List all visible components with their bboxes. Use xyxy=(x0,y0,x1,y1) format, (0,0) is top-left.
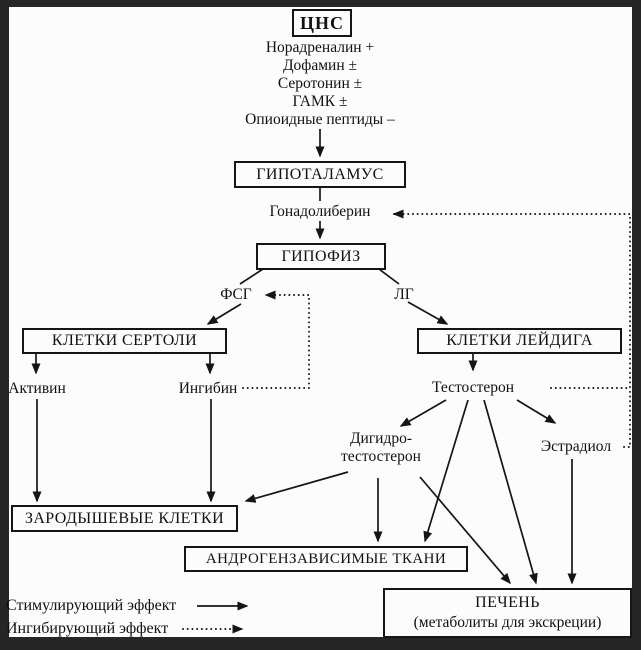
liver-subtitle: (метаболиты для экскреции) xyxy=(413,614,602,631)
label-opioid-peptides: Опиоидные пептиды – xyxy=(245,111,395,128)
label-estradiol: Эстрадиол xyxy=(540,438,612,455)
node-pituitary: ГИПОФИЗ xyxy=(256,243,386,270)
edge-pituitary-to-fsh xyxy=(239,268,264,285)
label-inhibin: Ингибин xyxy=(178,380,238,397)
edge-inhibin-to-fsh-feedback xyxy=(242,290,310,389)
node-liver: ПЕЧЕНЬ (метаболиты для экскреции) xyxy=(383,588,632,638)
neurotransmitter-list: Норадреналин + Дофамин ± Серотонин ± ГАМ… xyxy=(210,39,430,129)
edge-pituitary-to-lh xyxy=(378,268,400,285)
node-cns: ЦНС xyxy=(292,9,352,37)
edge-dht-to-germ-cells xyxy=(244,471,349,503)
label-activin: Активин xyxy=(8,380,66,397)
label-noradrenaline: Норадреналин + xyxy=(265,39,375,56)
label-dht-line1: Дигидро- xyxy=(349,430,413,447)
label-dopamine: Дофамин ± xyxy=(282,57,358,74)
edge-testosterone-to-liver xyxy=(483,399,538,585)
label-serotonin: Серотонин ± xyxy=(277,75,363,92)
inhibiting-edges xyxy=(242,209,631,448)
legend-stimulating-label: Стимулирующий эффект xyxy=(6,597,177,614)
legend-inhibiting-label: Ингибирующий эффект xyxy=(6,620,169,637)
label-dihydrotestosterone: Дигидро- тестостерон xyxy=(331,430,431,466)
label-gaba: ГАМК ± xyxy=(292,93,348,110)
label-fsh: ФСГ xyxy=(220,286,252,303)
node-germ-cells: ЗАРОДЫШЕВЫЕ КЛЕТКИ xyxy=(11,505,238,532)
edge-dht-to-liver xyxy=(419,476,511,585)
edge-fsh-to-sertoli xyxy=(206,303,242,325)
node-androgen-dependent-tissues: АНДРОГЕНЗАВИСИМЫЕ ТКАНИ xyxy=(184,546,468,572)
edge-testosterone-to-androgen-tissues xyxy=(423,399,469,543)
label-gonadoliberin: Гонадолиберин xyxy=(269,203,371,220)
node-sertoli-cells: КЛЕТКИ СЕРТОЛИ xyxy=(22,328,227,354)
edge-testosterone-to-estradiol xyxy=(516,399,557,424)
label-testosterone: Тестостерон xyxy=(431,379,515,396)
diagram-canvas xyxy=(9,7,632,637)
label-dht-line2: тестостерон xyxy=(341,448,421,465)
legend-arrows xyxy=(182,601,249,634)
node-hypothalamus: ГИПОТАЛАМУС xyxy=(234,161,406,188)
node-leydig-cells: КЛЕТКИ ЛЕЙДИГА xyxy=(417,328,622,354)
edge-lh-to-leydig xyxy=(407,301,449,325)
stimulating-edges xyxy=(31,129,577,585)
edge-testosterone-to-dht xyxy=(399,399,447,427)
liver-title: ПЕЧЕНЬ xyxy=(475,594,540,611)
label-lh: ЛГ xyxy=(394,286,414,303)
edge-testosterone-to-gonadoliberin-feedback xyxy=(392,209,631,389)
